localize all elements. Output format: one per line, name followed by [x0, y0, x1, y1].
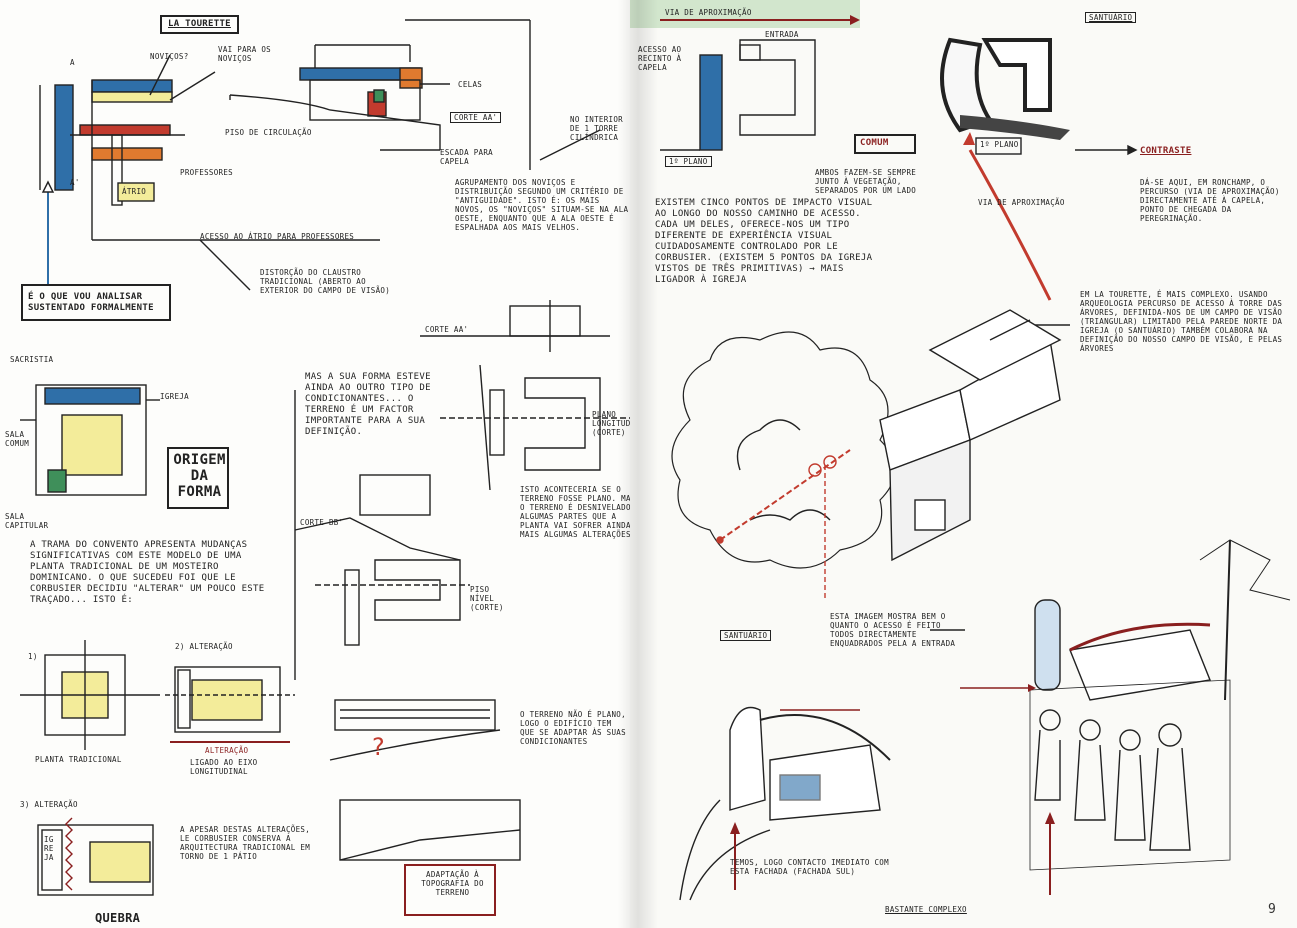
book-gutter-shadow [618, 0, 658, 928]
label-santuario-small: SANTUÁRIO [720, 630, 772, 641]
note-existem-cinco: EXISTEM CINCO PONTOS DE IMPACTO VISUAL A… [655, 198, 873, 285]
label-corte-aa: CORTE AA' [450, 112, 502, 123]
note-acesso-atrio: ACESSO AO ÁTRIO PARA PROFESSORES [200, 232, 355, 241]
left-page-drawings: ? [20, 19, 630, 916]
label-comum: COMUM [860, 138, 889, 148]
label-sala-comum: SALA COMUM [5, 430, 30, 448]
left-sketchbook-page: ? LA TOURETTE NOVIÇOS? VAI PARA OS NOVIÇ… [0, 0, 630, 928]
note-ambos-fazem: AMBOS FAZEM-SE SEMPRE JUNTO À VEGETAÇÃO,… [815, 168, 917, 195]
note-apesar-destas: A APESAR DESTAS ALTERAÇÕES, LE CORBUSIER… [180, 825, 311, 861]
label-igreja-vertical: IGREJA [44, 835, 54, 862]
step-2-label: 2) ALTERAÇÃO [175, 642, 233, 651]
label-ligado-eixo: LIGADO AO EIXO LONGITUDINAL [190, 758, 258, 776]
note-e-o-que-analisar: É O QUE VOU ANALISAR SUSTENTADO FORMALME… [28, 292, 154, 313]
label-acesso-recinto: ACESSO AO RECINTO À CAPELA [638, 45, 682, 72]
note-distorcao: DISTORÇÃO DO CLAUSTRO TRADICIONAL (ABERT… [260, 268, 391, 295]
label-corte-aa-2: CORTE AA' [425, 325, 469, 334]
label-contraste: CONTRASTE [1140, 146, 1192, 156]
svg-text:?: ? [372, 733, 385, 761]
right-sketchbook-page: VIA DE APROXIMAÇÃO ACESSO AO RECINTO À C… [630, 0, 1297, 928]
label-plano-longitudinal: PLANO LONGITUDINAL (CORTE) [592, 410, 630, 437]
paragraph-trama-convento: A TRAMA DO CONVENTO APRESENTA MUDANÇAS S… [30, 540, 265, 605]
label-corte-bb: CORTE BB' [300, 518, 344, 527]
note-professores: PROFESSORES [180, 168, 233, 177]
note-celas: CELAS [458, 80, 483, 89]
blue-wing-block [91, 79, 173, 93]
note-atrio: ÁTRIO [122, 187, 147, 196]
left-page-title: LA TOURETTE [160, 15, 239, 34]
note-bastante-complexo: BASTANTE COMPLEXO [885, 905, 967, 914]
label-alteracao: ALTERAÇÃO [205, 746, 249, 755]
page-number: 9 [1268, 902, 1276, 917]
note-da-se-aqui: DÁ-SE AQUI, EM RONCHAMP, O PERCURSO (VIA… [1140, 178, 1280, 223]
right-page-drawings [630, 0, 1291, 901]
note-adaptacao: ADAPTAÇÃO À TOPOGRAFIA DO TERRENO [421, 870, 484, 897]
note-agrupamento: AGRUPAMENTO DOS NOVIÇOS E DISTRIBUIÇÃO S… [455, 178, 629, 232]
label-entrada: ENTRADA [765, 30, 799, 39]
label-quebra: QUEBRA [95, 911, 141, 925]
label-terreno-1plano: 1º PLANO [980, 140, 1019, 149]
note-temos-logo: TEMOS, LOGO CONTACTO IMEDIATO COM ESTA F… [730, 858, 889, 876]
topography-note-frame [404, 864, 496, 916]
origin-of-form-label: ORIGEM DA FORMA [173, 452, 226, 500]
label-via-aproximacao-2: VIA DE APROXIMAÇÃO [978, 198, 1065, 207]
step-3-label: 3) ALTERAÇÃO [20, 800, 78, 809]
right-page-title: SANTUÁRIO [1085, 12, 1137, 23]
label-piso-nivel: PISO NÍVEL (CORTE) [470, 585, 504, 612]
label-planta-tradicional: PLANTA TRADICIONAL [35, 755, 122, 764]
note-piso-circulacao: PISO DE CIRCULAÇÃO [225, 128, 312, 137]
label-primeiro-plano: 1º PLANO [665, 156, 712, 167]
label-sacristia: SACRISTIA [10, 355, 54, 364]
note-novicos: NOVIÇOS? [150, 52, 189, 61]
note-no-interior: NO INTERIOR DE 1 TORRE CILÍNDRICA [570, 115, 623, 142]
label-igreja: IGREJA [160, 392, 189, 401]
origin-of-form-box [167, 447, 229, 509]
note-esta-imagem: ESTA IMAGEM MOSTRA BEM O QUANTO O ACESSO… [830, 612, 956, 648]
note-em-la-tourette: EM LA TOURETTE, É MAIS COMPLEXO. USANDO … [1080, 290, 1283, 353]
note-terreno-nao-plano: O TERRENO NÃO É PLANO, LOGO O EDIFÍCIO T… [520, 710, 626, 746]
label-via-aproximacao: VIA DE APROXIMAÇÃO [665, 8, 752, 17]
label-sala-capitular: SALA CAPITULAR [5, 512, 49, 530]
analysis-note-frame [21, 284, 171, 321]
church-block [54, 84, 74, 191]
note-vai-para-novicos: VAI PARA OS NOVIÇOS [218, 45, 271, 63]
note-mas-forma: MAS A SUA FORMA ESTEVE AINDA AO OUTRO TI… [305, 372, 431, 437]
label-a-prime: A' [70, 178, 80, 187]
label-a: A [70, 58, 75, 67]
note-escada-capela: ESCADA PARA CAPELA [440, 148, 493, 166]
step-1-label: 1) [28, 652, 38, 661]
note-isto-aconteceria: ISTO ACONTECERIA SE O TERRENO FOSSE PLAN… [520, 485, 630, 539]
